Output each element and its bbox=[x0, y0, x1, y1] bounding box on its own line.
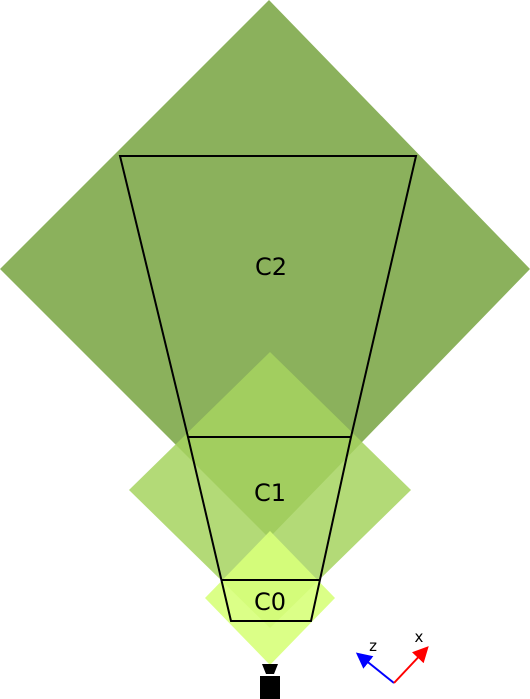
cascade-c1-region bbox=[129, 352, 411, 628]
cascade-c2-label: C2 bbox=[255, 253, 287, 281]
camera-icon bbox=[260, 664, 280, 699]
axis-gizmo: z x bbox=[355, 628, 429, 684]
z-axis-arrow bbox=[355, 652, 395, 684]
x-axis-arrow bbox=[393, 646, 429, 684]
cascade-c1-label: C1 bbox=[254, 479, 286, 507]
x-axis-label: x bbox=[415, 628, 424, 646]
cascade-c2-region bbox=[0, 0, 530, 538]
cascade-c0-label: C0 bbox=[254, 588, 286, 616]
cascade-c0-region bbox=[205, 531, 335, 665]
z-axis-label: z bbox=[369, 637, 377, 655]
